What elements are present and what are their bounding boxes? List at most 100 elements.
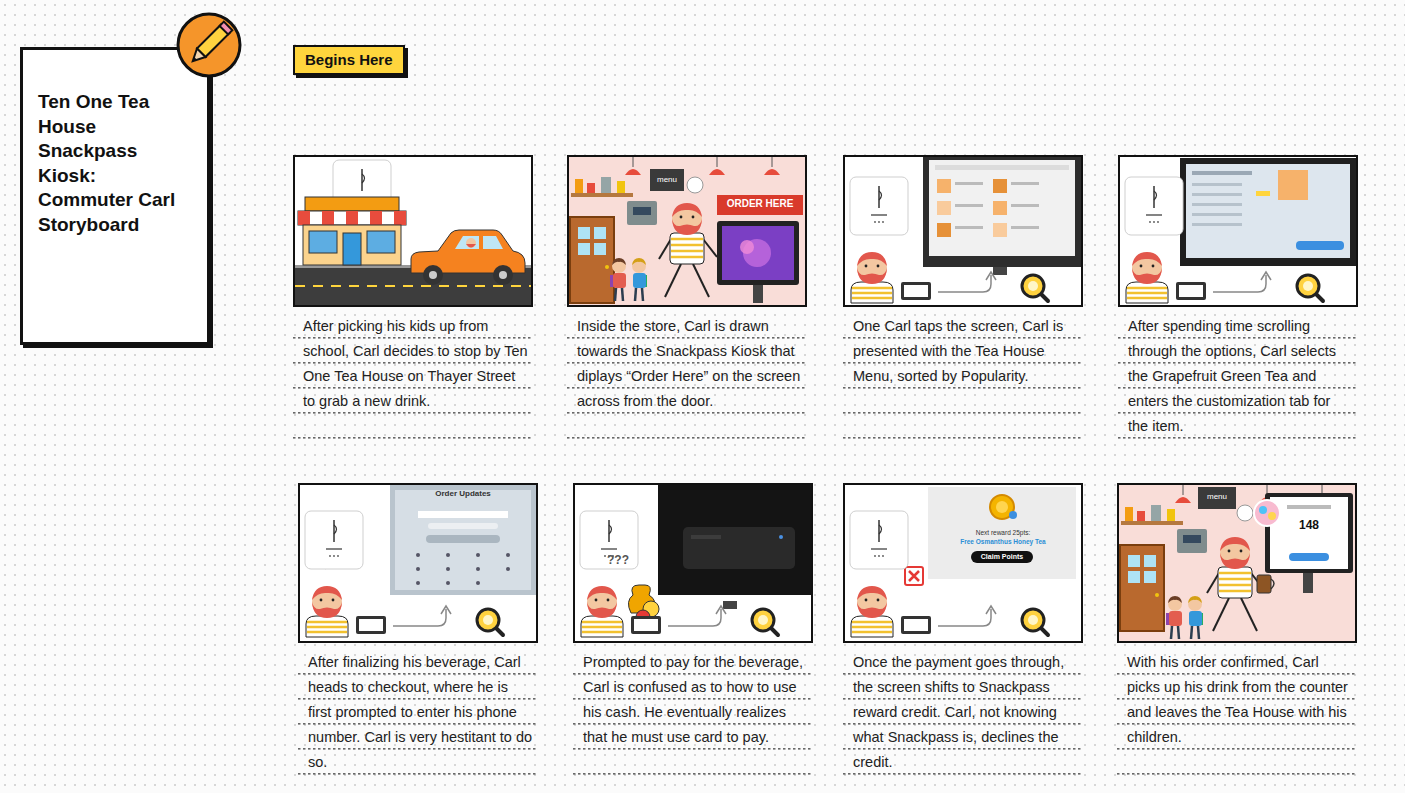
menu-scene-part [955,182,983,185]
customize-scene-part [1125,177,1323,303]
store-scene-part [753,285,763,303]
phone-scene-part [506,567,510,571]
store-scene-part [717,221,799,285]
phone-scene-part [416,567,420,571]
panel-caption: Inside the store, Carl is drawn towards … [567,314,807,439]
story-panel: Once the payment goes through, the scree… [843,483,1083,775]
phone-scene-part [395,490,531,590]
payment-scene-part [779,535,783,539]
drive-scene [293,160,533,305]
drive-scene-part [394,211,406,225]
drive-scene-part [429,271,437,279]
pickup-scene-part [1303,573,1313,593]
payment-scene [580,485,811,637]
customize-scene-part [1278,170,1308,200]
customize-scene-part [1192,183,1242,186]
customize-scene-part [1186,164,1350,258]
drive-scene-part [343,233,361,265]
panel-frame [843,483,1083,643]
pickup-scene [1120,483,1353,639]
phone-scene-part [476,553,480,557]
story-panel: After finalizing his beverage, Carl head… [298,483,538,775]
screen-label: 148 [1270,519,1348,533]
panel-caption: Prompted to pay for the beverage, Carl i… [573,650,813,775]
drive-scene-part [298,211,310,225]
panel-caption: One Carl taps the screen, Carl is presen… [843,314,1083,439]
menu-scene-part [1011,204,1039,207]
story-panel: After picking his kids up from school, C… [293,155,533,439]
menu-scene-part [850,177,1048,303]
panel-grounds-part [298,483,538,643]
drive-scene-part [295,285,531,287]
menu-scene-part [923,155,1081,267]
store-scene-part [610,258,647,301]
menu-scene-part [937,201,951,215]
screen-label: Order Updates [395,489,531,498]
drive-scene-part [305,197,399,211]
panel-caption: After spending time scrolling through th… [1118,314,1358,439]
pickup-scene-part [1257,575,1271,593]
pickup-scene-part [1254,500,1280,526]
panel-caption: With his order confirmed, Carl picks up … [1117,650,1357,775]
phone-scene-part [418,511,508,518]
pickup-scene-part [1207,537,1265,631]
panel-frame [293,155,533,307]
menu-scene-part [993,201,1007,215]
panel-caption: After finalizing his beverage, Carl head… [298,650,538,775]
panel-grounds-part [843,155,1083,307]
panel-grounds-part [573,483,813,643]
menu-scene-part [955,226,983,229]
menu-scene-part [1011,226,1039,229]
store-scene-part [659,203,717,297]
drive-scene-part [493,265,513,285]
panel-frame [1118,155,1358,307]
pencil-icon-part-part [191,57,197,63]
phone-scene-part [390,485,536,595]
customize-scene-part [1296,241,1344,250]
menu-scene-part [935,165,1069,170]
panel-grounds-part [843,483,1083,643]
menu-scene-part [929,160,1075,256]
phone-scene-part [446,553,450,557]
phone-scene-part [506,553,510,557]
store-scene-part [650,169,684,191]
pickup-scene-part [1287,505,1331,509]
store-scene [570,155,803,303]
drive-scene-part [483,236,503,249]
start-tag: Begins Here [293,45,405,75]
menu-scene-part [1011,182,1039,185]
screen-label: ??? [607,554,629,568]
payment-scene-part [580,511,778,637]
pickup-scene-part [1166,596,1203,639]
reward-scene [850,487,1076,637]
story-panel: Prompted to pay for the beverage, Carl i… [573,483,813,775]
phone-scene-part [446,581,450,585]
reward-scene-part [909,571,919,581]
phone-scene [305,485,536,637]
panel-frame [843,155,1083,307]
customize-scene-part [1192,213,1242,216]
phone-scene-part [446,567,450,571]
store-scene-part [740,240,754,254]
panel-grounds-part [1118,155,1358,307]
pencil-icon-part [188,22,232,66]
drive-scene-part [499,271,507,279]
drive-scene-part [303,225,401,265]
pencil-icon-part-part [220,22,233,35]
drive-scene-part [370,211,382,225]
pickup-scene-part [1259,506,1267,514]
customize-scene-part [1192,171,1252,175]
panel-caption: Once the payment goes through, the scree… [843,650,1083,775]
payment-scene-part [658,485,811,595]
phone-scene-part [426,535,500,543]
screen-label: menu [1198,487,1236,506]
phone-scene-part [428,523,498,529]
menu-scene-part [993,179,1007,193]
phone-scene-part [416,553,420,557]
customize-scene-part [1180,158,1356,266]
panel-grounds-part [567,155,807,307]
menu-scene-part [993,223,1007,237]
customize-scene-part [1256,191,1270,196]
store-scene-part [717,195,803,215]
